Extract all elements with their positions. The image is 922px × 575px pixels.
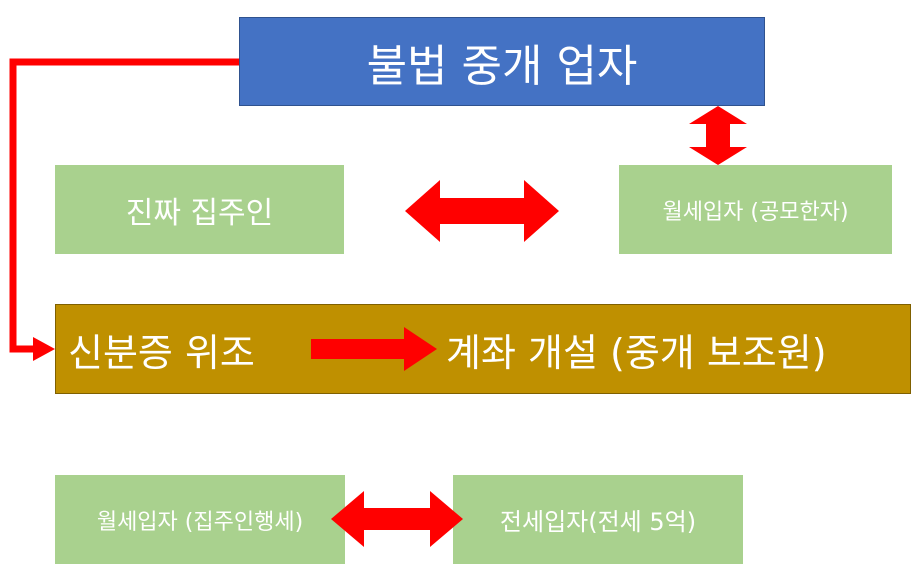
real-landlord-label: 진짜 집주인 <box>125 195 274 231</box>
real-landlord-box: 진짜 집주인 <box>55 165 344 254</box>
broker-to-identity-arrowhead <box>33 337 55 361</box>
broker-label: 불법 중개 업자 <box>366 40 638 92</box>
broker-to-identity-connector <box>9 58 239 353</box>
landlord-tenant-double-arrow <box>405 180 559 242</box>
forgery-to-account-arrow <box>311 327 437 371</box>
monthly-tenant-impersonator-label: 월세입자 (집주인행세) <box>96 509 304 535</box>
monthly-tenant-conspirator-box: 월세입자 (공모한자) <box>619 165 892 254</box>
account-opening-label: 계좌 개설 (중개 보조원) <box>446 330 827 375</box>
jeonse-tenant-box: 전세입자(전세 5억) <box>453 475 743 564</box>
impersonator-jeonse-double-arrow <box>331 491 463 547</box>
monthly-tenant-impersonator-box: 월세입자 (집주인행세) <box>55 475 345 564</box>
identity-forgery-box: 신분증 위조 계좌 개설 (중개 보조원) <box>55 304 911 394</box>
broker-tenant-double-arrow <box>689 106 747 165</box>
broker-box: 불법 중개 업자 <box>239 17 765 106</box>
identity-forgery-label: 신분증 위조 <box>68 330 255 375</box>
jeonse-tenant-label: 전세입자(전세 5억) <box>499 508 697 536</box>
monthly-tenant-conspirator-label: 월세입자 (공모한자) <box>662 199 849 225</box>
